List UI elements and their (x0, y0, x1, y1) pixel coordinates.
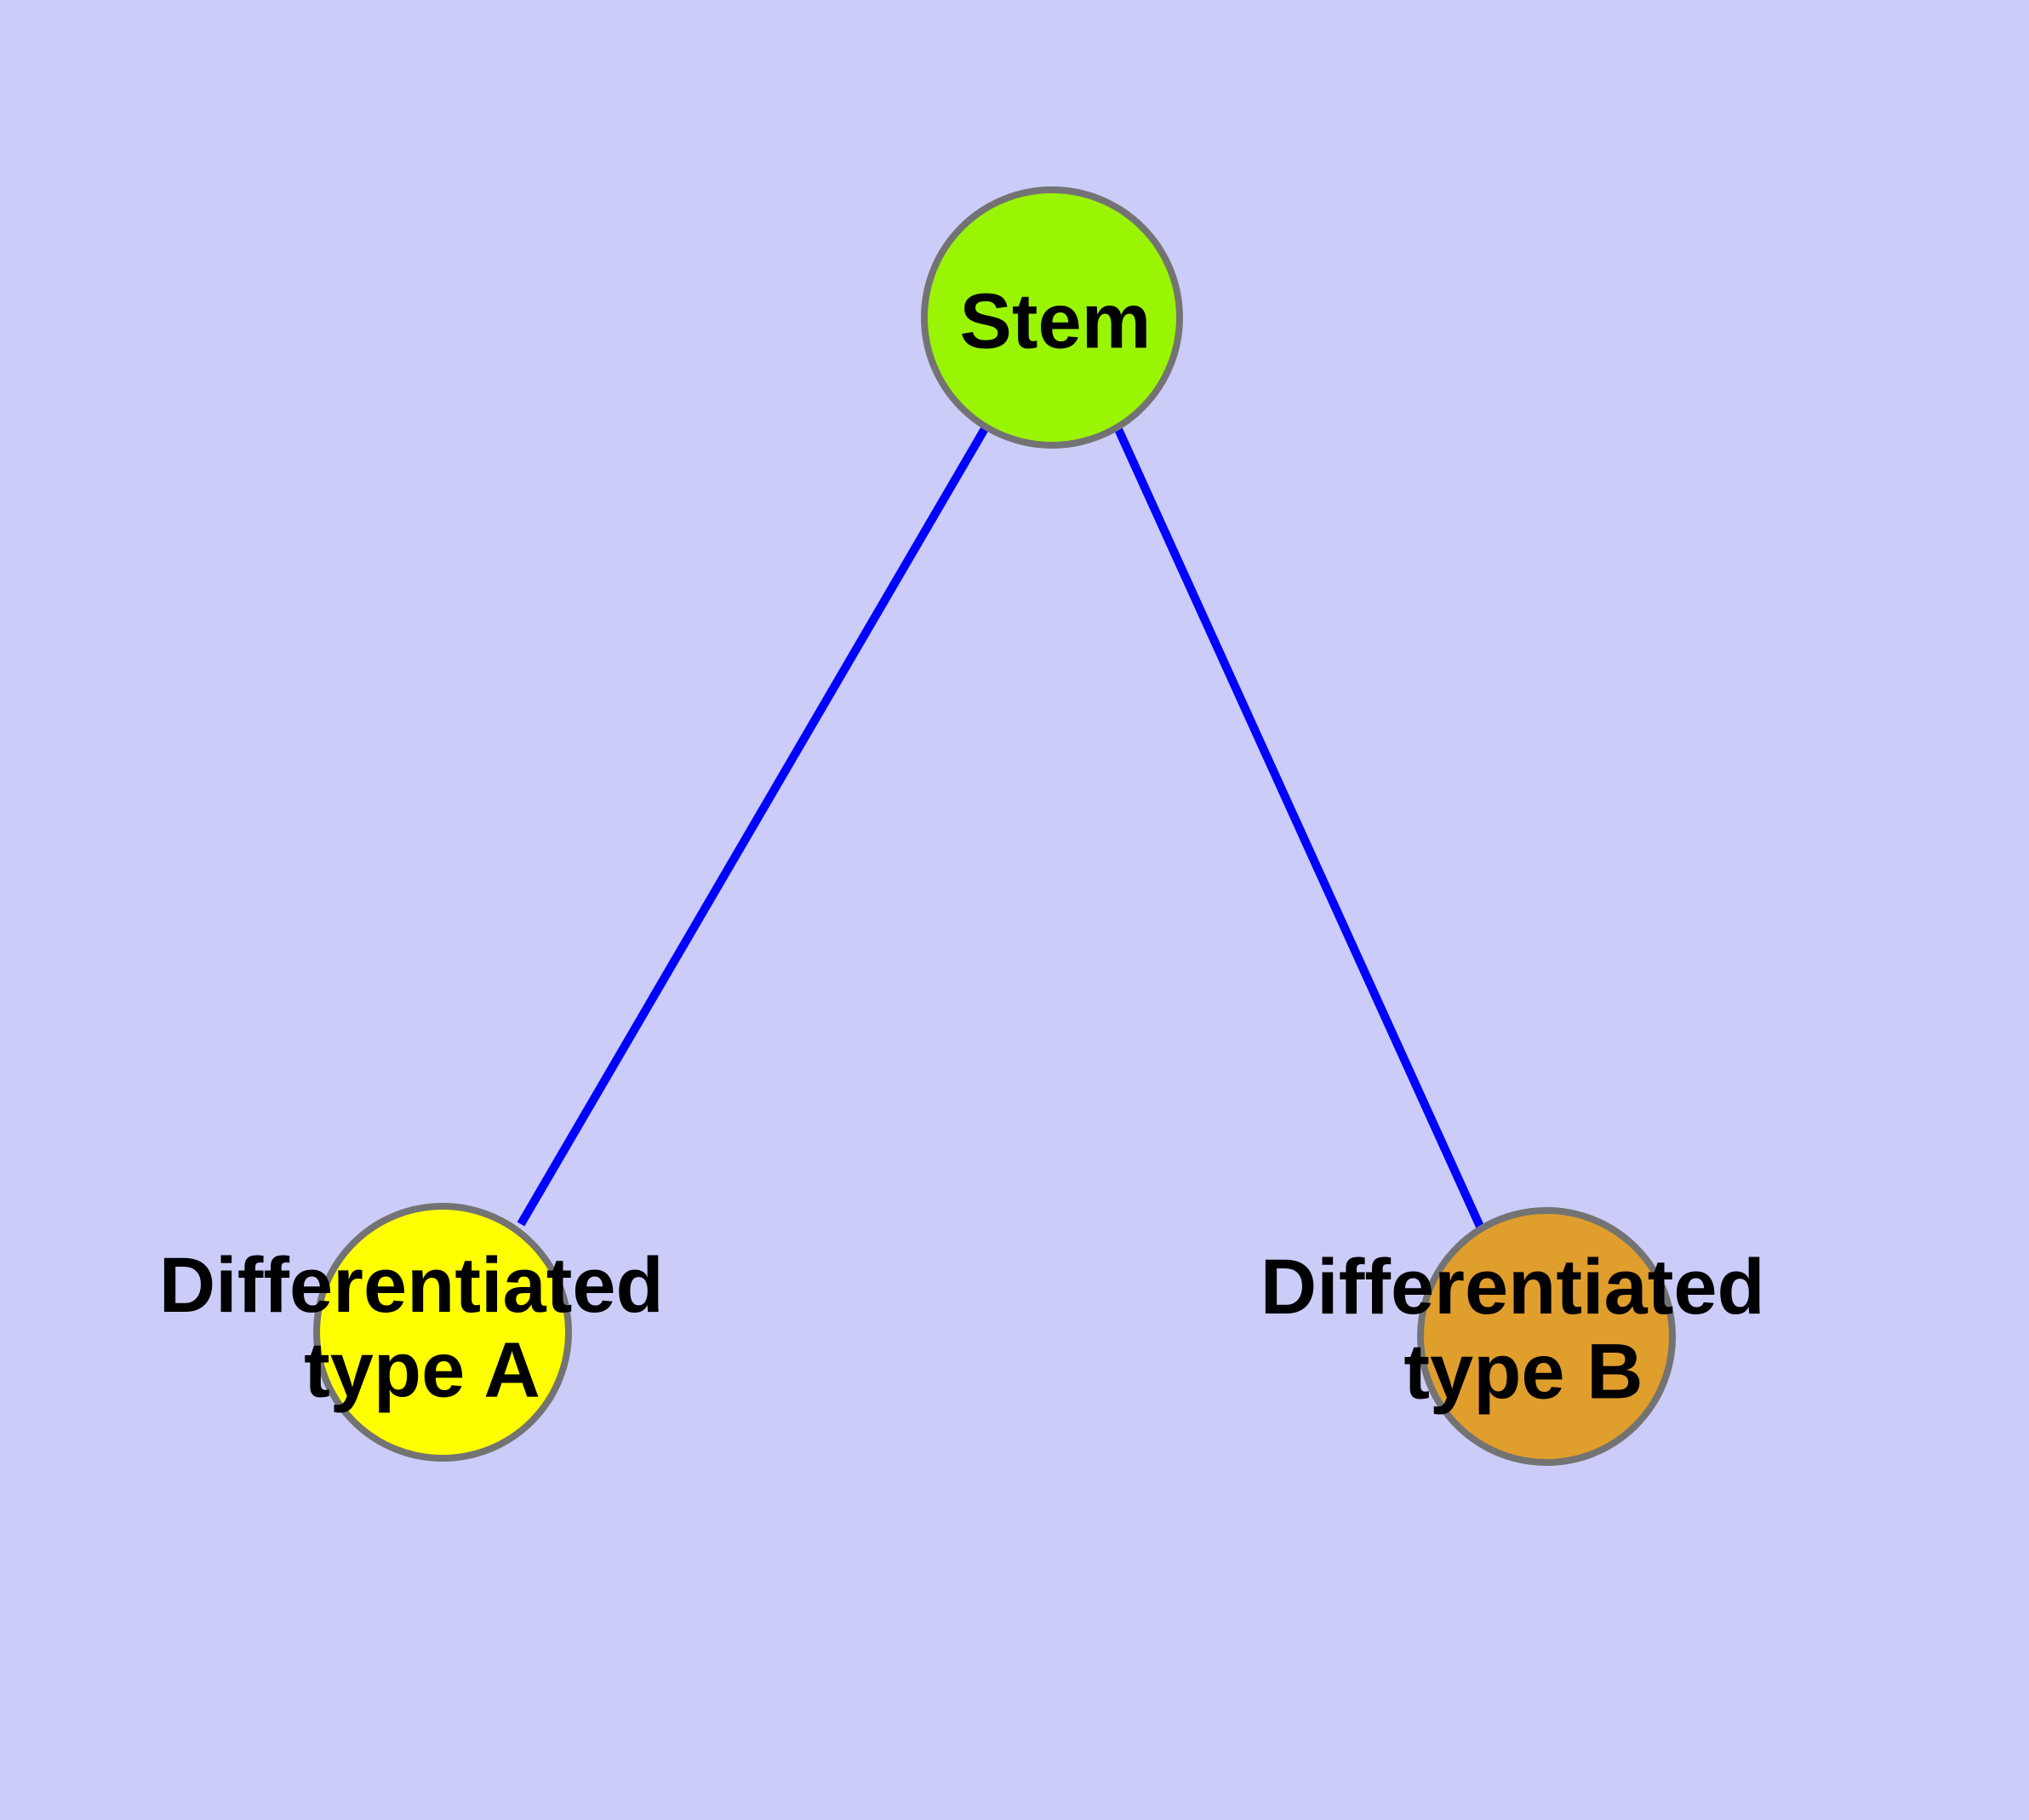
node-differentiated-type-b-circle[interactable] (1417, 1207, 1676, 1466)
node-differentiated-type-b-label-line-2: type B (1403, 1329, 1643, 1416)
node-differentiated-type-a-circle[interactable] (313, 1203, 572, 1462)
edge-stem-to-type-b (1113, 425, 1485, 1231)
nodes-layer (313, 186, 1676, 1466)
node-differentiated-type-a-label: Differentiated type A (159, 1237, 686, 1414)
node-differentiated-type-a[interactable] (313, 1203, 572, 1462)
node-differentiated-type-b-label: Differentiated type B (1260, 1239, 1787, 1416)
node-stem-label-line-1: Stem (960, 278, 1152, 365)
node-stem-label: Stem (960, 278, 1152, 365)
node-stem[interactable] (921, 186, 1183, 449)
labels-layer: Stem Differentiated type A Differentiate… (159, 278, 1787, 1416)
edge-stem-to-type-a (517, 425, 990, 1227)
edges-layer (517, 425, 1485, 1231)
node-differentiated-type-b-label-line-1: Differentiated (1260, 1244, 1765, 1331)
node-differentiated-type-a-label-line-2: type A (304, 1327, 540, 1414)
node-differentiated-type-a-label-line-1: Differentiated (159, 1242, 664, 1329)
node-stem-circle[interactable] (921, 186, 1183, 449)
node-differentiated-type-b[interactable] (1417, 1207, 1676, 1466)
